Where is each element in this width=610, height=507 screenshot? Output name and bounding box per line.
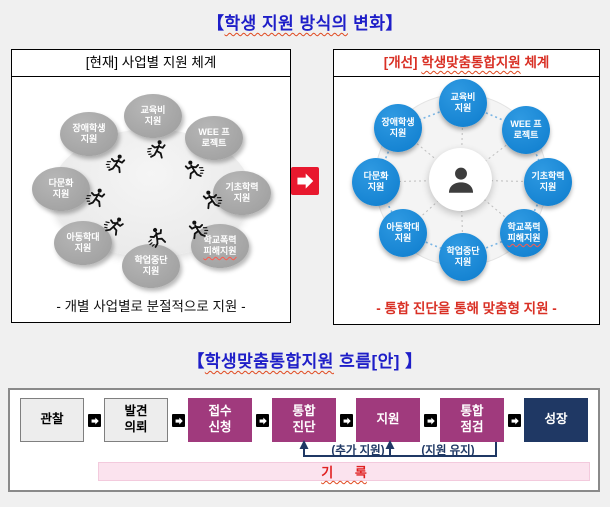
flow-arrow-icon bbox=[508, 414, 521, 427]
feedback-label-additional-support: (추가 지원) bbox=[331, 445, 385, 457]
page-title: 【학생 지원 방식의 변화】 bbox=[0, 9, 610, 34]
improved-panel-caption: - 통합 진단을 통해 맞춤형 지원 - bbox=[376, 301, 557, 316]
flow-step-growth: 성장 bbox=[524, 398, 588, 442]
flow-arrow-icon bbox=[172, 414, 185, 427]
flow-arrow-icon bbox=[424, 414, 437, 427]
running-person-icon bbox=[101, 213, 125, 237]
flow-title: 【학생맞춤통합지원 흐름[안] 】 bbox=[187, 352, 423, 371]
flow-arrow-icon bbox=[340, 414, 353, 427]
student-center-circle bbox=[429, 148, 492, 211]
feedback-label-maintain-support: (지원 유지) bbox=[421, 445, 475, 457]
title-text: 변화】 bbox=[347, 14, 403, 33]
record-bar: 기 록 bbox=[98, 462, 590, 481]
running-person-icon bbox=[184, 159, 205, 180]
feedback-arrows bbox=[299, 440, 497, 457]
running-person-icon bbox=[85, 187, 106, 208]
flow-step-observe: 관찰 bbox=[20, 398, 84, 442]
improved-panel-header: [개선] 학생맞춤통합지원 체계 bbox=[334, 50, 599, 77]
flow-step-support: 지원 bbox=[356, 398, 420, 442]
title-text: 학생 지원 방식의 bbox=[224, 14, 348, 33]
title-bracket: 【 bbox=[207, 14, 225, 33]
current-panel-caption: - 개별 사업별로 분절적으로 지원 - bbox=[56, 299, 246, 314]
improved-system-panel: [개선] 학생맞춤통합지원 체계 bbox=[333, 49, 600, 325]
flow-arrow-icon bbox=[256, 414, 269, 427]
flow-arrow-icon bbox=[88, 414, 101, 427]
transition-right-arrow-icon bbox=[291, 167, 319, 195]
running-person-icon bbox=[145, 138, 168, 161]
running-person-icon bbox=[188, 219, 209, 240]
person-icon bbox=[448, 167, 473, 193]
running-person-icon bbox=[202, 189, 223, 210]
running-person-icon bbox=[105, 153, 126, 174]
current-panel-header: [현재] 사업별 지원 체계 bbox=[12, 50, 290, 77]
record-label: 기 록 bbox=[321, 465, 367, 480]
